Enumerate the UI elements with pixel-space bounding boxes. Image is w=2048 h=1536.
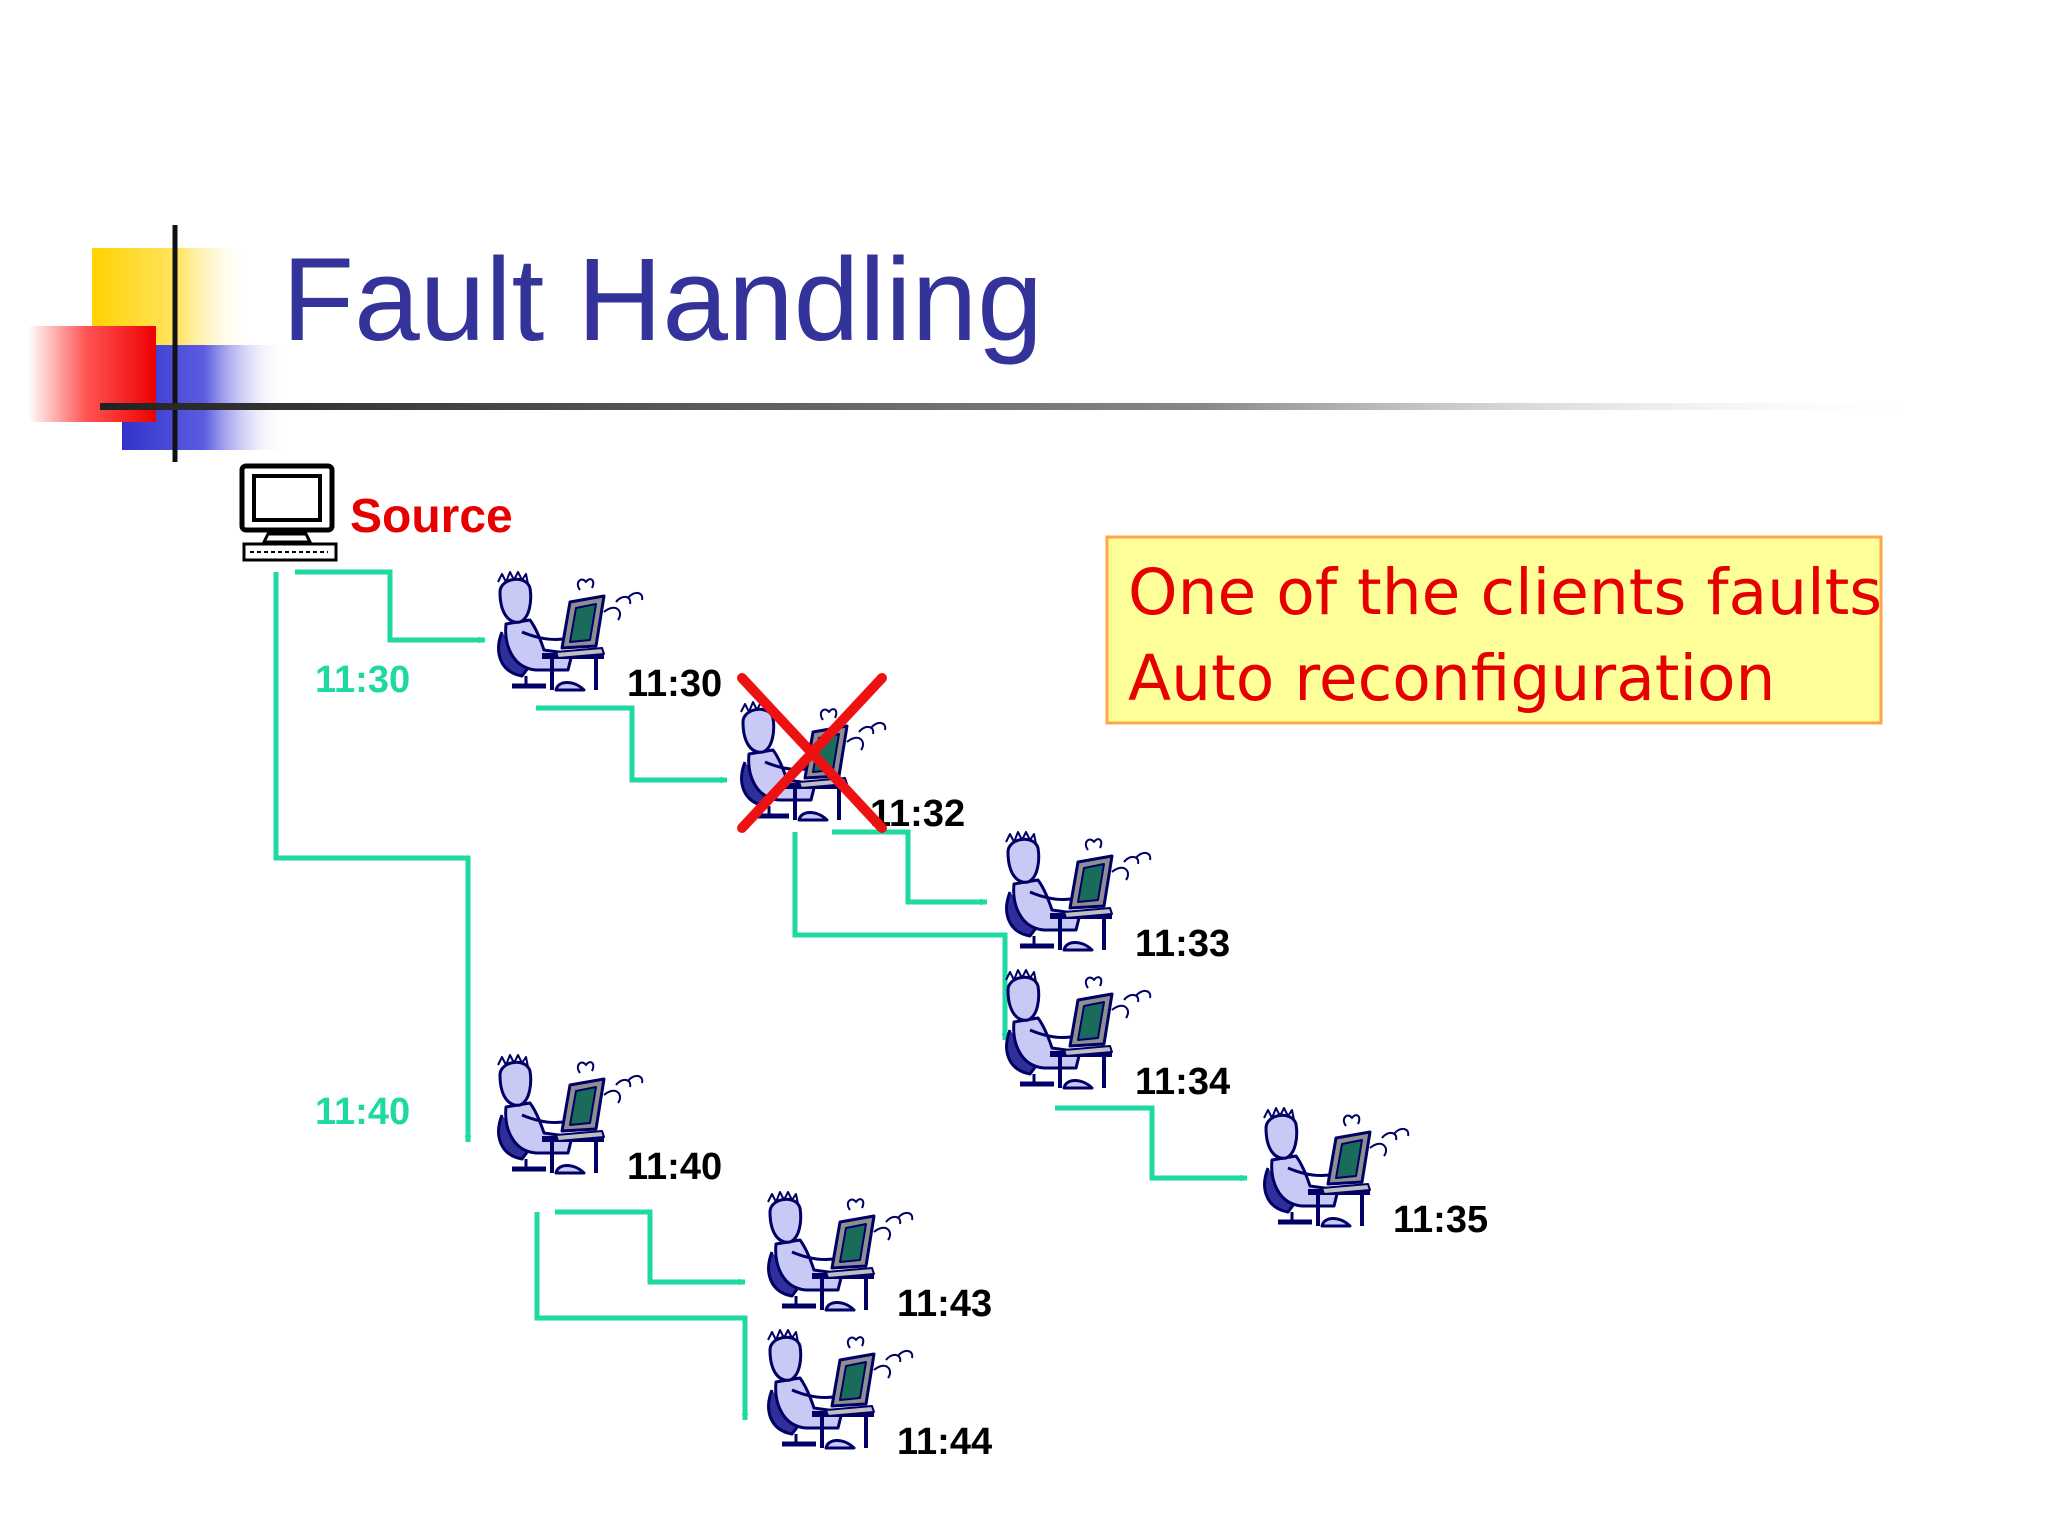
page-title: Fault Handling [282, 234, 1043, 366]
stream-arrow-c4-to-c5 [1055, 1105, 1248, 1182]
client-c3: 11:33 [1005, 831, 1230, 965]
client-user-icon [1263, 1107, 1410, 1228]
stream-arrow-c2-to-c4 [792, 832, 1009, 1041]
client-time-label: 11:35 [1393, 1199, 1488, 1241]
client-time-label: 11:34 [1135, 1061, 1230, 1103]
stream-arrow-source-to-c1 [295, 569, 486, 644]
title-rule [100, 403, 1940, 410]
client-time-label: 11:33 [1135, 923, 1230, 965]
stream-arrow-c2-to-c3 [832, 829, 988, 906]
client-user-icon [767, 1191, 914, 1312]
client-c1: 11:30 [497, 571, 722, 705]
client-c2: 11:32 [740, 701, 965, 835]
stream-arrow-c6-to-c7 [555, 1209, 746, 1286]
client-c7: 11:43 [767, 1191, 992, 1325]
stream-arrow-c6-to-c8 [534, 1212, 749, 1421]
stream-arrow-source-to-c6 [273, 572, 472, 1143]
client-user-icon [767, 1329, 914, 1450]
note-line-2: Auto reconfiguration [1128, 642, 1775, 715]
note-box: One of the clients faults Auto reconfigu… [1105, 535, 1883, 725]
client-user-icon [740, 701, 887, 822]
client-user-icon [1005, 969, 1152, 1090]
stream-time-second: 11:40 [315, 1091, 410, 1133]
client-time-label: 11:40 [627, 1146, 722, 1188]
client-c5: 11:35 [1263, 1107, 1488, 1241]
client-c4: 11:34 [1005, 969, 1230, 1103]
client-user-icon [1005, 831, 1152, 952]
client-time-label: 11:43 [897, 1283, 992, 1325]
stream-arrow-c1-to-c2 [536, 705, 728, 784]
stream-time-first: 11:30 [315, 659, 410, 701]
source-computer-icon [239, 463, 338, 562]
client-c6: 11:40 [497, 1054, 722, 1188]
client-time-label: 11:44 [897, 1421, 992, 1463]
clients: 11:30 11:32 11:33 11:34 11:35 11:40 11:43 11:44 [497, 571, 1488, 1463]
fault-x-icon [737, 673, 887, 833]
stream-arrows [273, 569, 1248, 1421]
source-label: Source [350, 490, 513, 543]
client-time-label: 11:30 [627, 663, 722, 705]
client-user-icon [497, 571, 644, 692]
client-c8: 11:44 [767, 1329, 992, 1463]
client-user-icon [497, 1054, 644, 1175]
title-decoration [28, 225, 1940, 462]
note-line-1: One of the clients faults [1128, 556, 1882, 629]
